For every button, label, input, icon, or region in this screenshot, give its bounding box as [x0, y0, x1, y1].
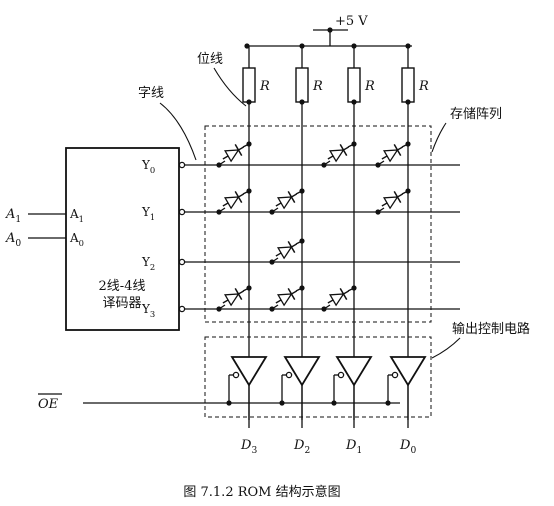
diode-bit-junction	[405, 188, 411, 194]
output-buffer-3	[389, 356, 427, 387]
enable-bubble	[337, 371, 345, 379]
diode-array	[222, 143, 403, 307]
supply-node	[327, 27, 333, 33]
output-control-leader	[431, 337, 461, 359]
resistor-node	[351, 99, 357, 105]
resistor-3	[401, 67, 415, 103]
data-output-label: D0	[399, 438, 416, 456]
diode-bit-junction	[246, 285, 252, 291]
data-output-label: D3	[240, 438, 257, 456]
resistor-1	[295, 67, 309, 103]
output-control-label: 输出控制电路	[452, 321, 530, 337]
decoder-output-label: Y2	[141, 255, 155, 272]
diode-bit-junction	[246, 141, 252, 147]
word-line-leader	[159, 102, 197, 161]
input-ext-label: A0	[5, 231, 21, 249]
output-buffer-0	[230, 356, 268, 387]
diode-word-junction	[375, 209, 381, 215]
storage-array-label: 存储阵列	[450, 107, 502, 122]
diode-bit-junction	[299, 188, 305, 194]
diode-bit-junction	[351, 285, 357, 291]
input-pin-label: A0	[69, 231, 84, 248]
enable-bubble	[285, 371, 293, 379]
diode-bit-junction	[299, 285, 305, 291]
data-output-label: D2	[293, 438, 310, 456]
word-line-pin	[178, 305, 186, 313]
diode-r1-c1	[275, 190, 297, 210]
decoder-output-label: Y1	[141, 205, 155, 222]
word-line-pin	[178, 258, 186, 266]
diode-r1-c3	[381, 190, 403, 210]
diode-r2-c1	[275, 240, 297, 260]
diode-r3-c1	[275, 287, 297, 307]
resistor-label: R	[259, 79, 270, 94]
output-buffer-2	[335, 356, 373, 387]
enable-junction	[279, 400, 285, 406]
diode-word-junction	[375, 162, 381, 168]
decoder-output-label: Y3	[141, 302, 155, 319]
caption: 图 7.1.2 ROM 结构示意图	[183, 484, 340, 500]
oe-label: OE	[38, 397, 59, 412]
rail-end	[244, 43, 250, 49]
enable-junction	[385, 400, 391, 406]
resistor-label: R	[312, 79, 323, 94]
junction-dots	[216, 27, 411, 406]
resistor-2	[347, 67, 361, 103]
word-line-pin	[178, 161, 186, 169]
diode-word-junction	[216, 209, 222, 215]
diode-word-junction	[269, 209, 275, 215]
resistor-node	[405, 99, 411, 105]
enable-bubble	[232, 371, 240, 379]
rail-junction	[351, 43, 357, 49]
diode-word-junction	[321, 306, 327, 312]
diode-word-junction	[269, 259, 275, 265]
output-control-box	[204, 336, 432, 418]
bit-line-label: 位线	[197, 52, 223, 67]
enable-junction	[226, 400, 232, 406]
diode-r3-c2	[327, 287, 349, 307]
storage-array-box	[204, 125, 432, 323]
diode-bit-junction	[351, 141, 357, 147]
diode-word-junction	[216, 162, 222, 168]
diode-r3-c0	[222, 287, 244, 307]
word-line-label: 字线	[138, 86, 164, 101]
diode-bit-junction	[405, 141, 411, 147]
diode-r1-c0	[222, 190, 244, 210]
diode-word-junction	[216, 306, 222, 312]
diode-bit-junction	[299, 238, 305, 244]
diode-r0-c3	[381, 143, 403, 163]
resistor-label: R	[418, 79, 429, 94]
bit-line-leader	[213, 67, 247, 107]
diode-r0-c2	[327, 143, 349, 163]
storage-array-leader	[431, 122, 447, 153]
decoder-output-label: Y0	[141, 158, 155, 175]
rail-junction	[299, 43, 305, 49]
output-buffer-1	[283, 356, 321, 387]
diode-word-junction	[321, 162, 327, 168]
decoder-label-2: 译码器	[102, 296, 141, 311]
data-output-label: D1	[345, 438, 362, 456]
diode-word-junction	[269, 306, 275, 312]
resistor-0	[242, 67, 256, 103]
resistor-node	[299, 99, 305, 105]
rail-junction	[405, 43, 411, 49]
diode-r0-c0	[222, 143, 244, 163]
word-line-pin	[178, 208, 186, 216]
decoder-label-1: 2线-4线	[99, 279, 146, 294]
diode-bit-junction	[246, 188, 252, 194]
input-pin-label: A1	[69, 207, 84, 224]
enable-bubble	[391, 371, 399, 379]
decoder-box	[65, 147, 180, 331]
supply-label: +5 V	[335, 14, 368, 29]
resistor-label: R	[364, 79, 375, 94]
input-ext-label: A1	[5, 207, 21, 225]
output-buffers	[230, 356, 427, 387]
dashed-boxes	[204, 125, 432, 418]
enable-junction	[331, 400, 337, 406]
resistor-node	[246, 99, 252, 105]
